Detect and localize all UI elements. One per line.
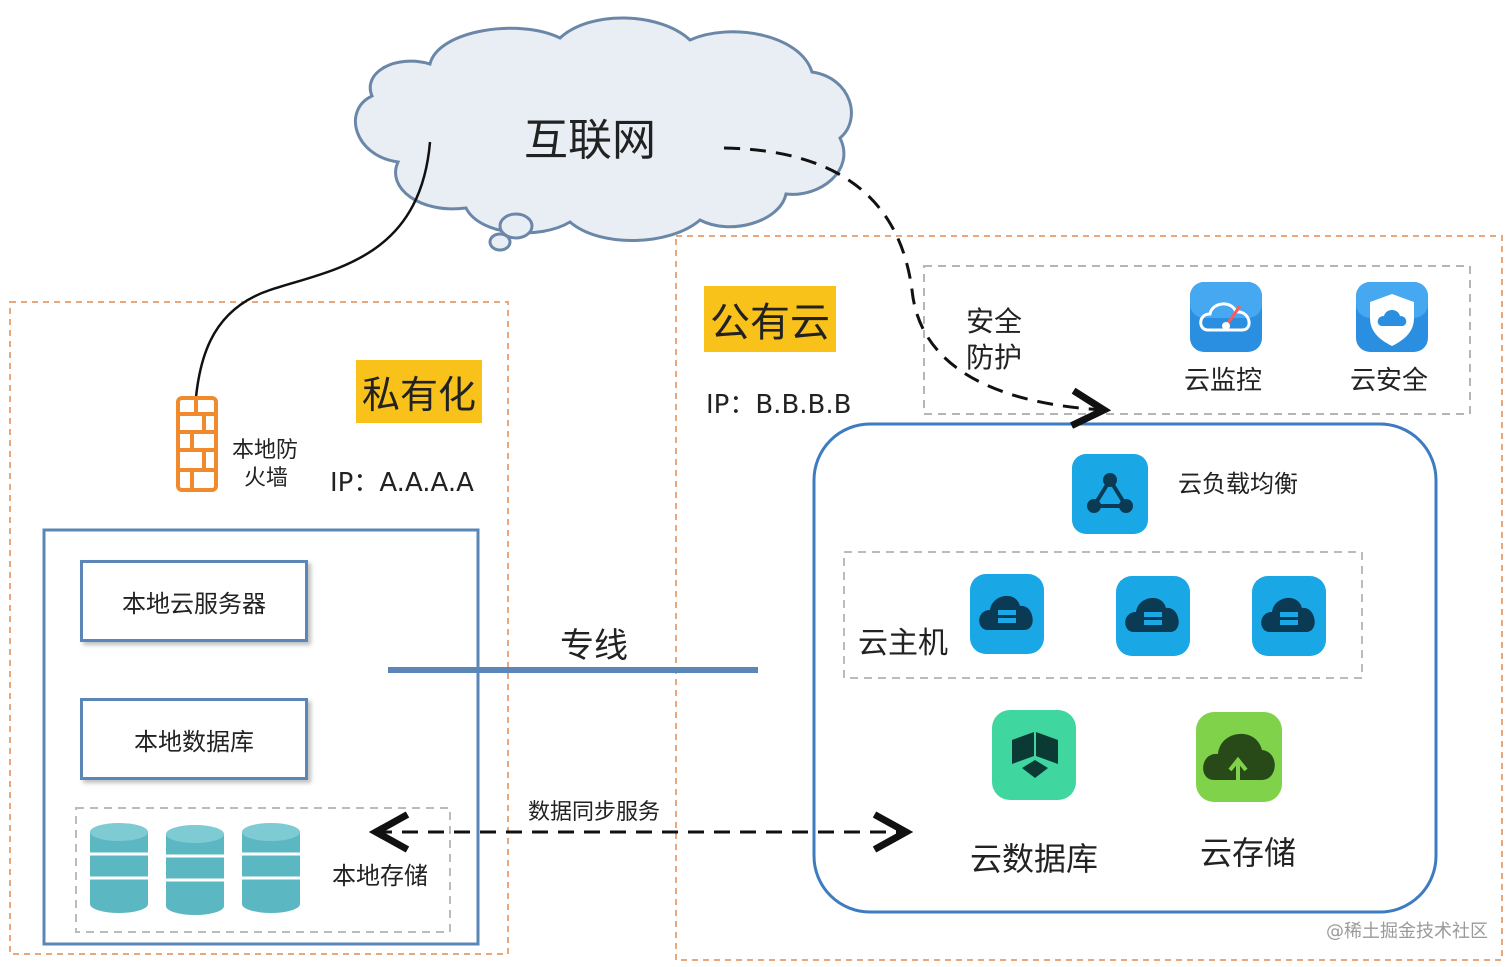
- public-cloud-frame: [812, 422, 1438, 914]
- private-region-border: [9, 301, 509, 955]
- cloud-security-icon: [1356, 282, 1428, 352]
- dedicated-line-label: 专线: [560, 626, 628, 666]
- data-sync-label: 数据同步服务: [528, 800, 661, 825]
- internet-to-firewall-arrow: [194, 141, 432, 428]
- cloud-host-label: 云主机: [858, 626, 948, 661]
- public-title: 公有云: [704, 286, 836, 352]
- internet-label: 互联网: [524, 115, 656, 166]
- security-label-line2: 防护: [966, 341, 1023, 374]
- cloud-host-icon: [1252, 576, 1326, 656]
- local-cloud-server-box: 本地云服务器: [80, 560, 308, 642]
- cloud-monitor-label: 云监控: [1184, 366, 1263, 396]
- load-balancer-icon: [1072, 454, 1148, 534]
- public-region-border: [675, 235, 1503, 961]
- firewall-label-line2: 火墙: [244, 466, 289, 491]
- internet-cloud-icon: [354, 16, 853, 252]
- cloud-storage-label: 云存储: [1200, 834, 1297, 872]
- cloud-security-label: 云安全: [1350, 366, 1429, 396]
- security-group-box: [923, 265, 1471, 415]
- cloud-host-icon: [1116, 576, 1190, 656]
- private-inner-frame: [42, 528, 480, 946]
- cloud-host-group-box: [843, 551, 1363, 679]
- cloud-database-icon: [992, 710, 1076, 800]
- local-storage-group-box: [75, 807, 451, 933]
- storage-db-icon: [166, 825, 224, 915]
- firewall-icon: [176, 396, 218, 492]
- storage-db-icon: [90, 823, 148, 913]
- local-cloud-server-label: 本地云服务器: [122, 589, 266, 618]
- storage-db-icon: [242, 823, 300, 913]
- firewall-label-line1: 本地防: [232, 438, 299, 463]
- cloud-database-label: 云数据库: [970, 840, 1099, 878]
- load-balancer-label: 云负载均衡: [1178, 470, 1298, 498]
- internet-to-public-arrow: [723, 146, 1104, 410]
- security-label-line1: 安全: [966, 305, 1023, 338]
- private-title: 私有化: [356, 360, 483, 423]
- cloud-monitor-icon: [1190, 282, 1262, 352]
- cloud-storage-icon: [1196, 712, 1282, 802]
- watermark: @稀土掘金技术社区: [1326, 921, 1488, 942]
- local-database-label: 本地数据库: [134, 727, 254, 756]
- local-storage-label: 本地存储: [332, 862, 428, 890]
- private-ip: IP：A.A.A.A: [330, 468, 474, 498]
- public-ip: IP：B.B.B.B: [706, 390, 852, 420]
- local-database-box: 本地数据库: [80, 698, 308, 780]
- cloud-host-icon: [970, 574, 1044, 654]
